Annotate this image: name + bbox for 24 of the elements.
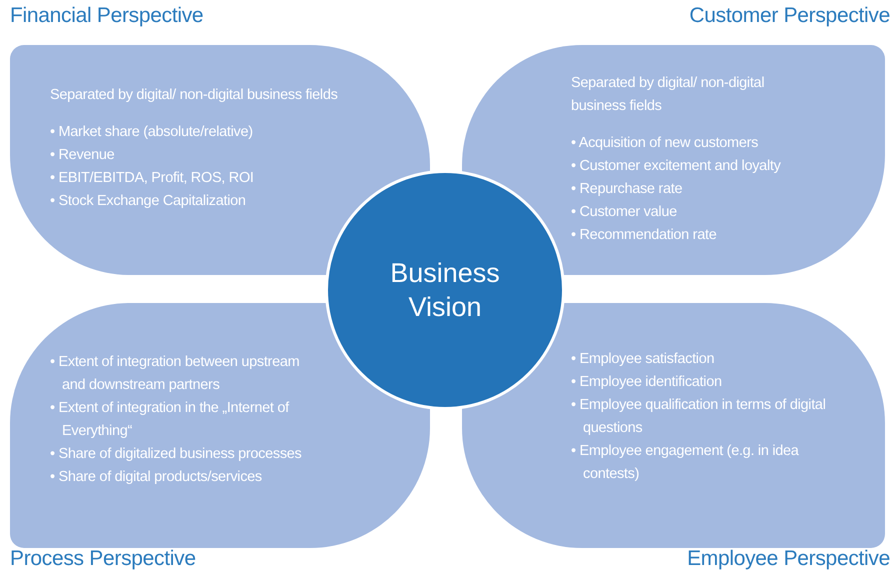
bullet-item: • EBIT/EBITDA, Profit, ROS, ROI bbox=[50, 169, 255, 188]
bullet-item: • Employee satisfaction bbox=[571, 350, 716, 369]
circle-label: Business Vision bbox=[389, 257, 501, 324]
bullet-item: • Customer excitement and loyalty bbox=[571, 157, 782, 176]
perspective-heading: Customer Perspective bbox=[689, 4, 890, 28]
bullet-item: • Share of digital products/services bbox=[50, 468, 263, 487]
bullet-item: • Share of digitalized business processes bbox=[50, 445, 303, 464]
bullet-item: • Extent of integration in the „Internet of Everything“ bbox=[50, 399, 290, 441]
bullet-item: • Revenue bbox=[50, 146, 116, 165]
bullet-item: • Stock Exchange Capitalization bbox=[50, 192, 247, 211]
bullet-item: • Employee identification bbox=[571, 373, 723, 392]
perspective-heading: Employee Perspective bbox=[687, 547, 890, 571]
bullet-item: • Customer value bbox=[571, 203, 678, 222]
bullet-item: • Acquisition of new customers bbox=[571, 134, 760, 153]
perspective-heading: Process Perspective bbox=[10, 547, 196, 571]
bullet-item: • Repurchase rate bbox=[571, 180, 684, 199]
intro-text: Separated by digital/ non-digital business fields bbox=[50, 86, 339, 105]
bullet-item: • Employee qualification in terms of digital questions bbox=[571, 396, 827, 438]
bullet-item: • Recommendation rate bbox=[571, 226, 718, 245]
bullet-item: • Market share (absolute/relative) bbox=[50, 123, 254, 142]
bullet-item: • Extent of integration between upstream and downstream partners bbox=[50, 353, 300, 395]
bullet-item: • Employee engagement (e.g. in idea contests) bbox=[571, 442, 800, 484]
perspective-heading: Financial Perspective bbox=[10, 4, 204, 28]
intro-text: Separated by digital/ non-digital business fields bbox=[571, 74, 766, 116]
